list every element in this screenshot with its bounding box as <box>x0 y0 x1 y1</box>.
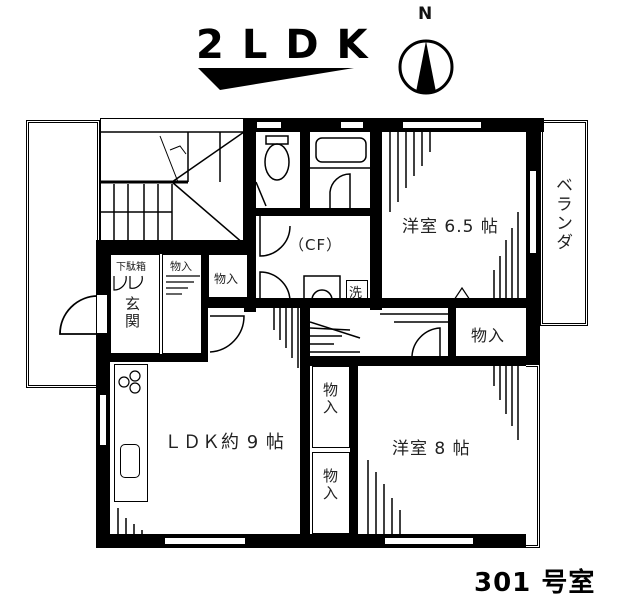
ldk-label: ＬＤＫ約 9 帖 <box>164 432 285 453</box>
stove-burners-icon <box>118 370 141 394</box>
balcony-label: ベランダ <box>552 176 572 252</box>
ldk-window-sash <box>117 508 143 534</box>
room2-label: 洋室 8 帖 <box>392 439 471 459</box>
wall-mid <box>200 298 540 308</box>
wall-storage-left <box>448 300 456 360</box>
wall-bath-room1 <box>370 128 382 310</box>
hallway-doors <box>310 313 448 356</box>
bathtub-icon <box>310 137 370 208</box>
storage-room1 <box>456 308 526 356</box>
room1-closet-doors <box>389 132 519 300</box>
window-room2-bottom <box>384 537 474 545</box>
window-toilet <box>256 121 282 129</box>
ldk-door-icon <box>209 315 245 353</box>
room2-bay <box>526 364 540 548</box>
room1-label: 洋室 6.5 帖 <box>402 217 499 237</box>
north-compass: N <box>398 4 454 104</box>
entrance-door-frame <box>96 294 108 334</box>
wall-ldk-right <box>300 300 310 540</box>
washer-space: 洗 <box>346 280 368 301</box>
storage-room1-label: 物入 <box>471 326 506 345</box>
layout-type-title: 2LDK <box>196 22 386 68</box>
kitchen-counter <box>114 364 148 502</box>
balcony-area <box>540 120 588 326</box>
ldk-closet-doors <box>273 308 299 368</box>
wall-toilet-bath <box>300 128 310 208</box>
wall-entry-bottom <box>96 354 208 362</box>
shoe-box-doors <box>113 275 143 291</box>
wall-room2-top <box>300 356 540 366</box>
compass-north-label: N <box>418 4 433 24</box>
shoe-box-label: 下駄箱 <box>116 262 146 273</box>
storage-entry-2-label: 物入 <box>214 272 239 286</box>
left-porch <box>26 120 100 388</box>
window-room1-top <box>402 121 482 129</box>
storage-entry-1 <box>162 254 202 354</box>
storage-ldk-2 <box>312 452 350 534</box>
washroom-label: （CF） <box>289 236 343 254</box>
window-ldk-left <box>99 394 107 446</box>
stairs-icon <box>100 131 244 244</box>
storage-entry-1-label: 物入 <box>170 260 192 273</box>
window-ldk-bottom <box>164 537 246 545</box>
wall-top <box>244 118 544 132</box>
entrance-label: 玄関 <box>123 296 141 330</box>
sink-icon <box>120 444 140 478</box>
window-bath <box>340 121 364 129</box>
compass-arrow-icon <box>398 39 454 95</box>
unit-number: 301 号室 <box>474 568 596 598</box>
toilet-icon <box>256 135 290 207</box>
room2-closet-doors <box>367 366 519 534</box>
storage-ldk-1 <box>312 366 350 448</box>
storage-entry-2 <box>208 254 248 298</box>
wall-entry-right <box>200 250 208 358</box>
washer-label: 洗 <box>349 286 363 301</box>
washroom-doors <box>259 216 341 300</box>
entrance-area <box>110 254 160 354</box>
entrance-door-icon <box>59 295 99 335</box>
storage-ldk-2-label: 物入 <box>321 468 339 502</box>
title-underline-wedge <box>198 68 354 90</box>
storage-ldk-1-label: 物入 <box>321 382 339 416</box>
wall-toilet-bottom <box>252 208 378 216</box>
storage-entry-1-doors <box>166 275 200 295</box>
window-room1-right <box>529 170 537 254</box>
wall-stair-bottom <box>96 240 256 254</box>
wall-closets-right <box>350 360 358 540</box>
